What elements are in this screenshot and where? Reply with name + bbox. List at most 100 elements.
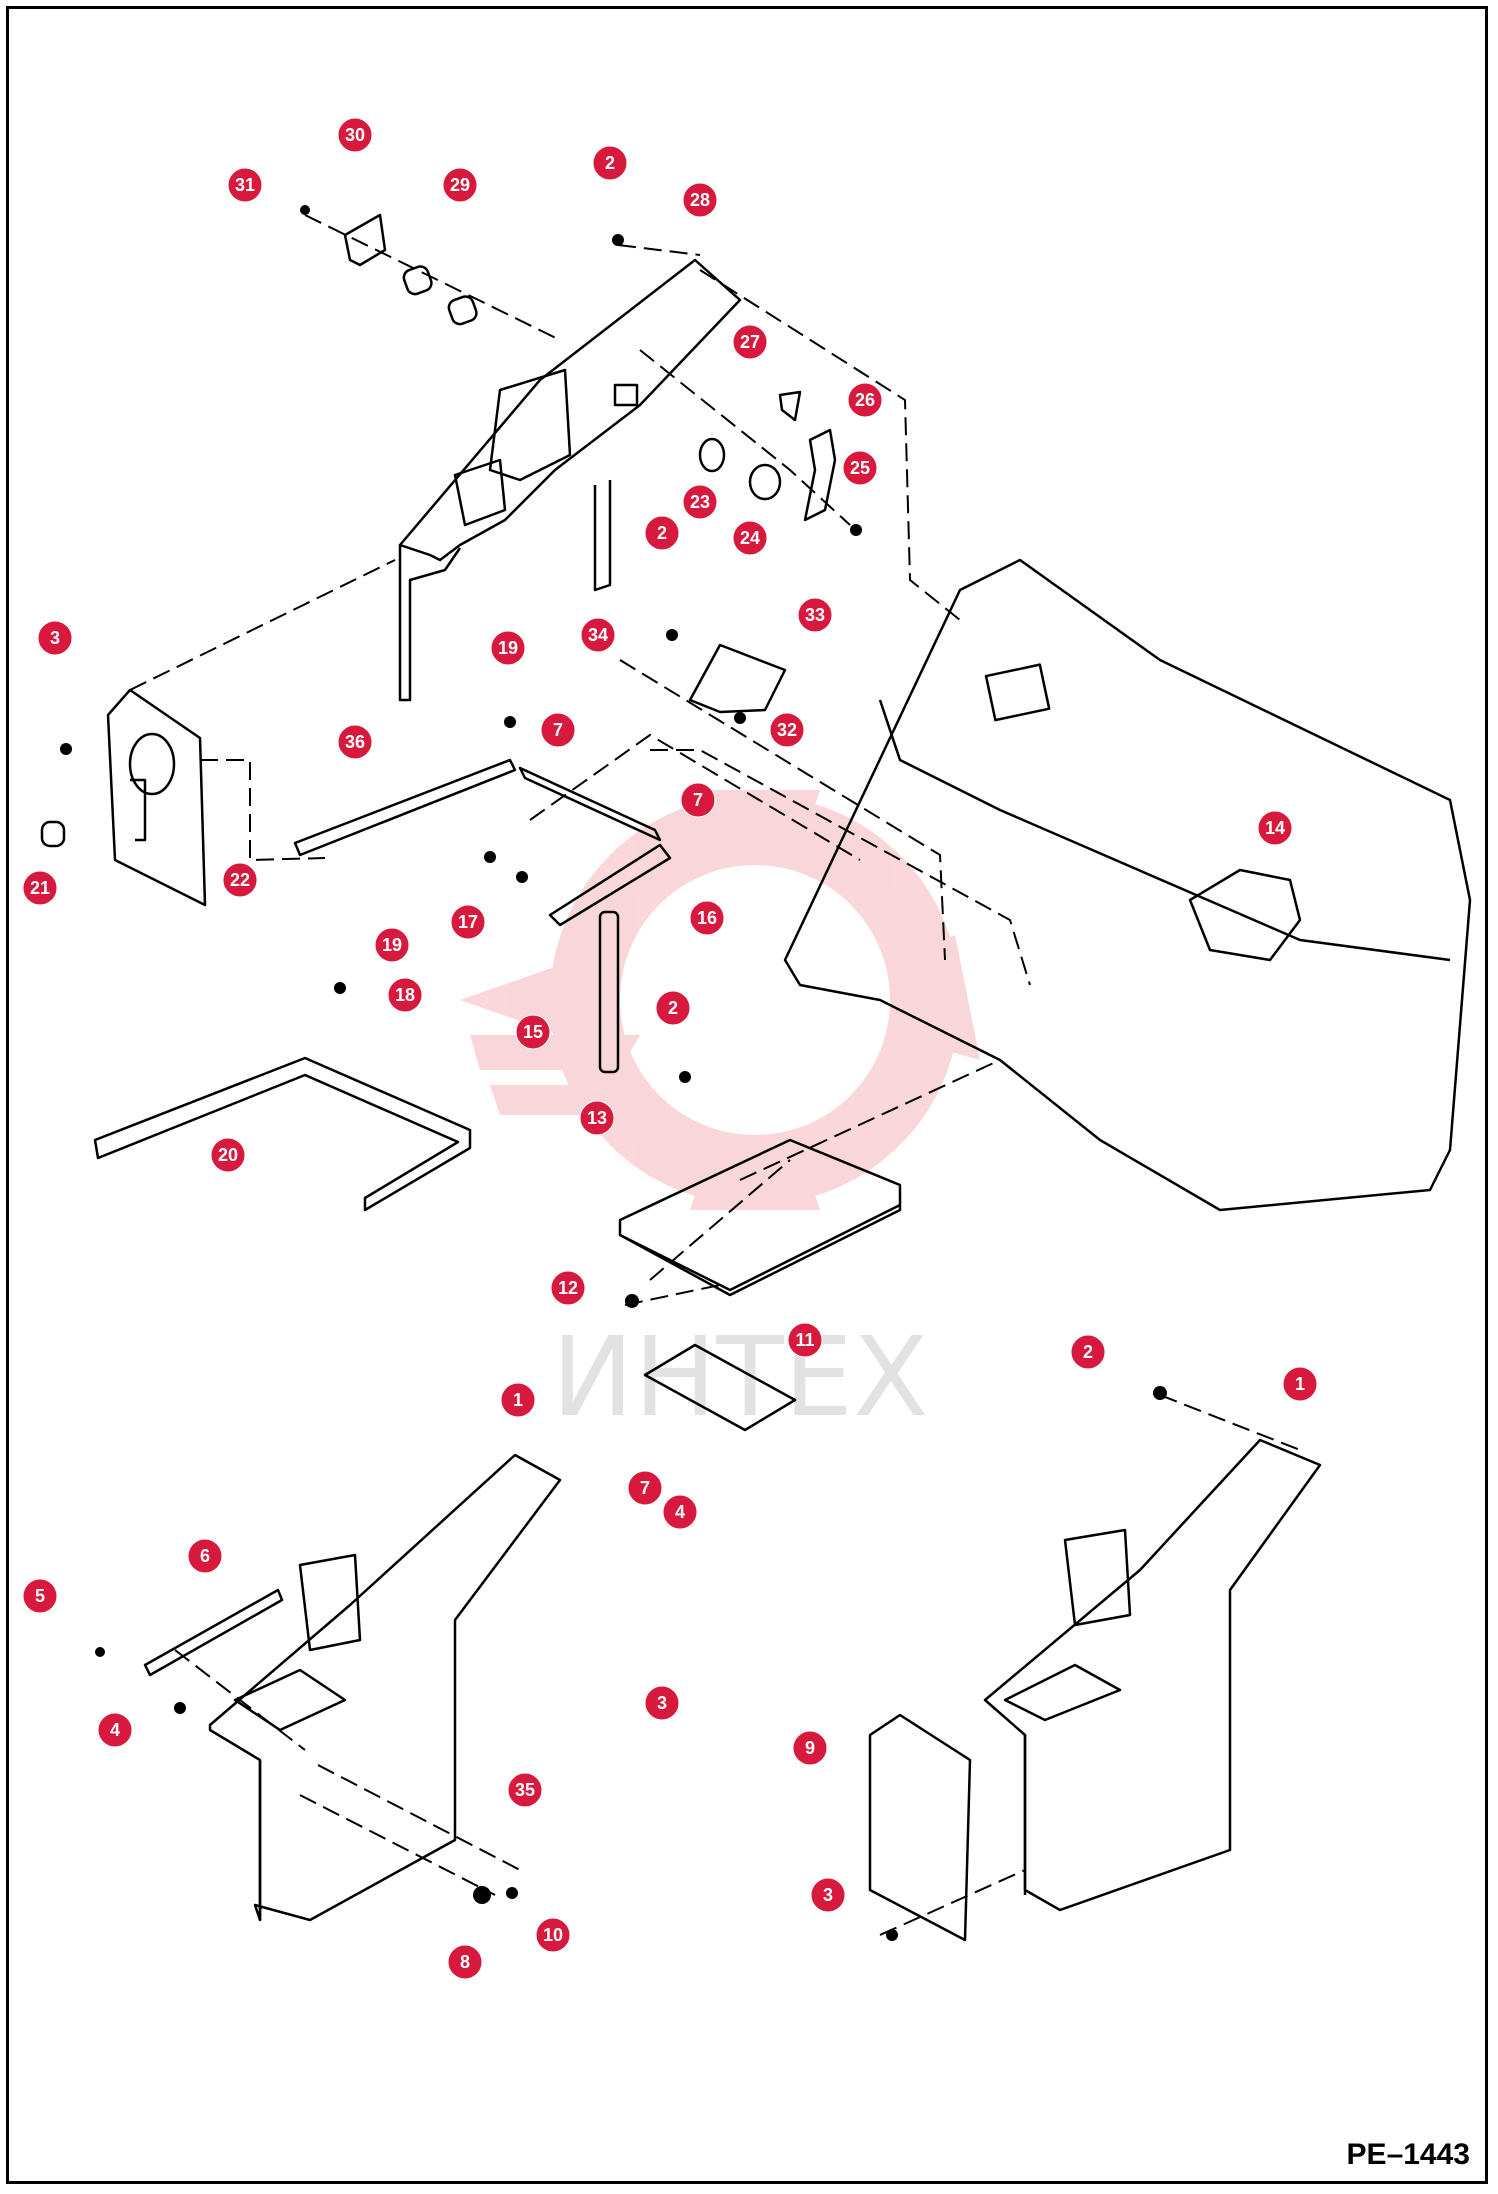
callout-badge <box>842 450 878 486</box>
callout-number: 28 <box>690 190 710 210</box>
callout-number: 36 <box>345 732 365 752</box>
callout-badge <box>732 324 768 360</box>
callout-badge <box>450 904 486 940</box>
callout-number: 32 <box>777 720 797 740</box>
watermark-gear-logo <box>460 790 980 1210</box>
rod-6 <box>143 1588 284 1677</box>
latch-26 <box>803 428 837 522</box>
callout-badge <box>662 1494 698 1530</box>
callout-number: 7 <box>693 790 703 810</box>
callout-number: 9 <box>805 1738 815 1758</box>
ring-23 <box>698 437 726 473</box>
callout-number: 4 <box>675 1502 685 1522</box>
callout-badge <box>644 1685 680 1721</box>
o-ring-29a <box>402 265 433 296</box>
callout-number: 31 <box>235 175 255 195</box>
callout-badge <box>222 862 258 898</box>
o-ring-29b <box>447 295 478 326</box>
callout-badge <box>515 1014 551 1050</box>
callout-2: 2 <box>1070 1334 1106 1370</box>
callout-number: 30 <box>345 125 365 145</box>
callout-number: 35 <box>515 1780 535 1800</box>
housing-right <box>983 1438 1322 1912</box>
callout-number: 8 <box>460 1952 470 1972</box>
callout-26: 26 <box>847 382 883 418</box>
callout-badge <box>210 1137 246 1173</box>
callout-17: 17 <box>450 904 486 940</box>
callout-1: 1 <box>500 1382 536 1418</box>
callout-36: 36 <box>337 724 373 760</box>
callout-20: 20 <box>210 1137 246 1173</box>
callout-number: 15 <box>523 1022 543 1042</box>
callout-number: 13 <box>587 1108 607 1128</box>
callout-badge <box>490 630 526 666</box>
callout-badge <box>797 597 833 633</box>
callout-badge <box>580 617 616 653</box>
pad-11 <box>643 1343 797 1432</box>
callout-29: 29 <box>442 167 478 203</box>
callout-badge <box>689 900 725 936</box>
callout-badge <box>535 1917 571 1953</box>
callout-badge <box>500 1382 536 1418</box>
callout-number: 19 <box>498 638 518 658</box>
callout-number: 24 <box>740 528 760 548</box>
callout-32: 32 <box>769 712 805 748</box>
callout-5: 5 <box>22 1578 58 1614</box>
callout-number: 12 <box>558 1278 578 1298</box>
callout-badge <box>1282 1366 1318 1402</box>
callout-badge <box>337 117 373 153</box>
callout-number: 1 <box>513 1390 523 1410</box>
drawing-frame <box>6 6 1488 2184</box>
callout-number: 2 <box>605 153 615 173</box>
line-art <box>40 213 1472 1942</box>
callout-badge <box>22 1578 58 1614</box>
callout-number: 6 <box>200 1546 210 1566</box>
callout-3: 3 <box>644 1685 680 1721</box>
callout-2: 2 <box>644 515 680 551</box>
leader-lines <box>129 214 1301 1936</box>
callout-number: 14 <box>1265 818 1285 838</box>
callout-22: 22 <box>222 862 258 898</box>
callout-badge <box>37 620 73 656</box>
callout-3: 3 <box>37 620 73 656</box>
callout-badge <box>655 990 691 1026</box>
callout-number: 7 <box>553 720 563 740</box>
bracket-33 <box>688 643 787 714</box>
callout-badge <box>810 1877 846 1913</box>
callout-badge <box>22 870 58 906</box>
callout-number: 3 <box>50 628 60 648</box>
callout-badge <box>1257 810 1293 846</box>
callout-4: 4 <box>97 1712 133 1748</box>
callout-11: 11 <box>787 1322 823 1358</box>
callout-6: 6 <box>187 1538 223 1574</box>
callout-badge <box>732 520 768 556</box>
callout-8: 8 <box>447 1944 483 1980</box>
callout-number: 29 <box>450 175 470 195</box>
callout-badge <box>592 145 628 181</box>
callout-badge <box>627 1470 663 1506</box>
callout-badge <box>787 1322 823 1358</box>
callout-23: 23 <box>682 484 718 520</box>
callout-number: 23 <box>690 492 710 512</box>
callout-badge <box>374 927 410 963</box>
callout-badge <box>1070 1334 1106 1370</box>
callout-number: 21 <box>30 878 50 898</box>
callout-number: 27 <box>740 332 760 352</box>
arm-7 <box>548 843 672 927</box>
callout-number: 22 <box>230 870 250 890</box>
callout-2: 2 <box>592 145 628 181</box>
callout-35: 35 <box>507 1772 543 1808</box>
callout-badge <box>579 1100 615 1136</box>
callout-number: 10 <box>543 1925 563 1945</box>
watermark-text: ИНТЕХ <box>551 1313 928 1441</box>
callout-badge <box>337 724 373 760</box>
callout-number: 20 <box>218 1145 238 1165</box>
callout-number: 2 <box>657 523 667 543</box>
bar-20 <box>93 1056 472 1212</box>
callout-badge <box>792 1730 828 1766</box>
callout-4: 4 <box>662 1494 698 1530</box>
pin-15 <box>598 910 620 1074</box>
callout-25: 25 <box>842 450 878 486</box>
plate-9 <box>868 1713 972 1942</box>
